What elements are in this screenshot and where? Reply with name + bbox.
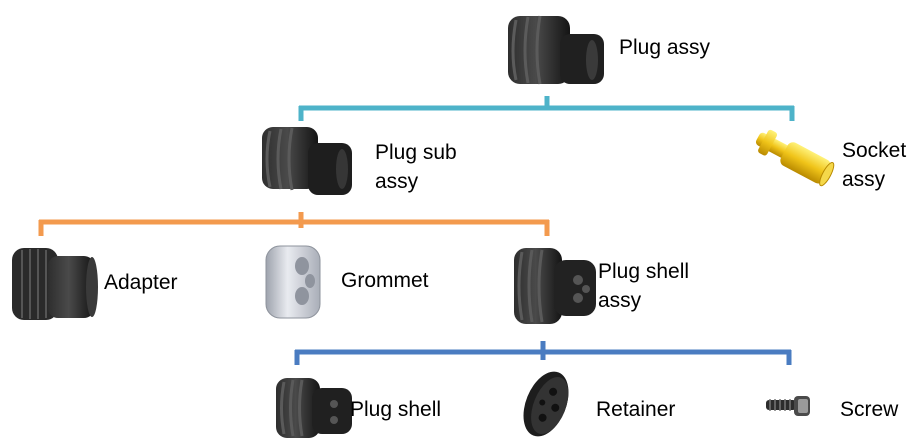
retainer-icon — [523, 371, 569, 437]
plug-shell-assy-label-line2: assy — [598, 289, 642, 312]
grommet-label-text: Grommet — [341, 269, 429, 292]
screw-icon — [766, 396, 810, 416]
adapter-icon — [12, 248, 98, 320]
plug-assy-label-text: Plug assy — [619, 36, 711, 59]
plug-shell-label-text: Plug shell — [350, 398, 442, 421]
screw-label: Screw — [840, 395, 898, 424]
socket-assy-label-line2: assy — [842, 168, 886, 191]
plug-shell-label: Plug shell — [350, 395, 441, 424]
screw-label-text: Screw — [840, 398, 899, 421]
grommet-icon — [265, 245, 321, 319]
plug-sub-assy-label-line2: assy — [375, 170, 419, 193]
plug-assembly-icon — [508, 15, 604, 85]
level3-connector — [294, 341, 792, 365]
level2-connector — [38, 212, 550, 236]
socket-assy-label: Socket assy — [842, 136, 906, 194]
adapter-label: Adapter — [104, 268, 178, 297]
plug-sub-assembly-icon — [262, 127, 352, 195]
socket-contact-icon — [755, 129, 835, 187]
plug-shell-assy-label: Plug shell assy — [598, 257, 689, 315]
plug-shell-assy-label-line1: Plug shell — [598, 260, 690, 283]
grommet-label: Grommet — [341, 266, 429, 295]
plug-sub-assy-label: Plug sub assy — [375, 138, 457, 196]
adapter-label-text: Adapter — [104, 271, 178, 294]
socket-assy-label-line1: Socket — [842, 139, 907, 162]
plug-shell-assembly-icon — [514, 248, 596, 324]
plug-assy-label: Plug assy — [619, 33, 710, 62]
retainer-label: Retainer — [596, 395, 675, 424]
plug-shell-icon — [276, 378, 352, 438]
level1-connector — [298, 96, 795, 121]
retainer-label-text: Retainer — [596, 398, 676, 421]
plug-sub-assy-label-line1: Plug sub — [375, 141, 457, 164]
